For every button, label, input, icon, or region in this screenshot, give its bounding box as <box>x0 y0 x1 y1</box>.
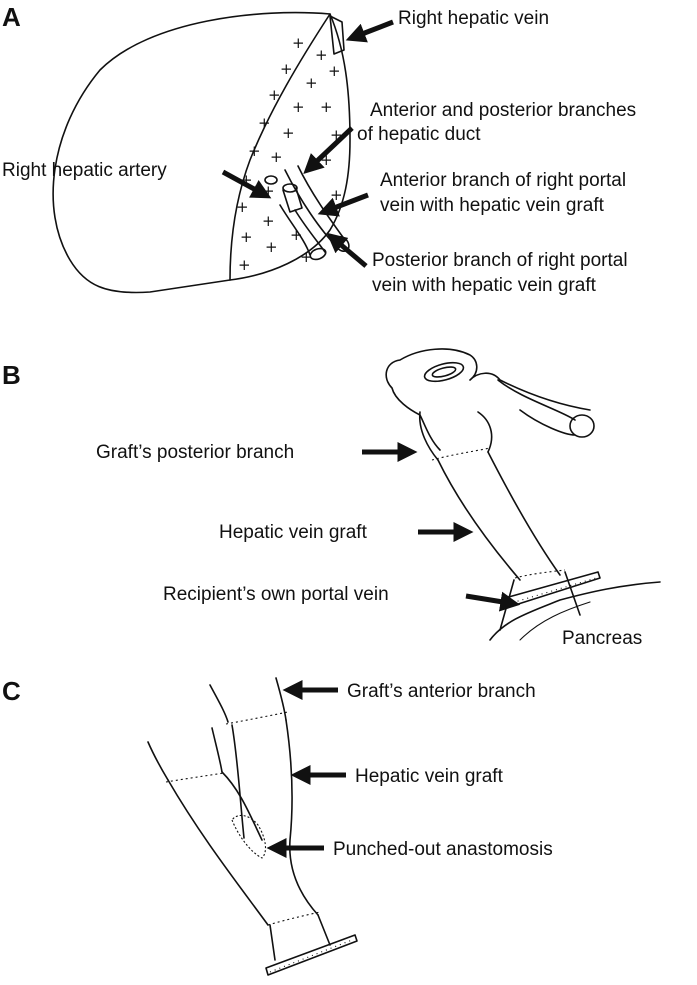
label-hepatic-duct-line2: of hepatic duct <box>357 124 481 145</box>
svg-text:+: + <box>262 182 275 200</box>
svg-text:+: + <box>282 124 295 142</box>
svg-text:+: + <box>270 148 283 166</box>
arrow-recipients-portal-vein <box>465 591 521 612</box>
label-posterior-branch-line2: vein with hepatic vein graft <box>372 275 597 296</box>
arrow-posterior-branch <box>326 232 368 268</box>
svg-text:+: + <box>315 46 328 64</box>
arrow-hepatic-duct <box>303 126 354 175</box>
label-grafts-posterior-branch: Graft’s posterior branch <box>96 442 294 463</box>
svg-text:+: + <box>248 142 261 160</box>
label-recipients-portal-vein: Recipient’s own portal vein <box>163 584 389 605</box>
panel-a-letter: A <box>2 2 21 32</box>
panel-a: A + + + + + + + + + + + + + + + <box>2 2 636 296</box>
label-hepatic-duct-line1: Anterior and posterior branches <box>370 100 636 121</box>
label-anterior-branch-line2: vein with hepatic vein graft <box>380 195 605 216</box>
svg-text:+: + <box>292 98 305 116</box>
graft-illustration-c <box>147 677 358 976</box>
label-posterior-branch-line1: Posterior branch of right portal <box>372 250 628 271</box>
svg-text:+: + <box>320 98 333 116</box>
svg-text:+: + <box>328 62 341 80</box>
graft-illustration-b <box>385 348 661 641</box>
label-grafts-anterior-branch: Graft’s anterior branch <box>347 681 536 702</box>
arrow-right-hepatic-artery <box>221 169 272 199</box>
label-hepatic-vein-graft-b: Hepatic vein graft <box>219 522 368 543</box>
label-right-hepatic-vein: Right hepatic vein <box>398 8 549 29</box>
svg-text:+: + <box>305 74 318 92</box>
label-anterior-branch-line1: Anterior branch of right portal <box>380 170 626 191</box>
svg-text:+: + <box>330 186 343 204</box>
svg-text:+: + <box>280 60 293 78</box>
liver-illustration: + + + + + + + + + + + + + + + + + + + + <box>52 11 351 294</box>
svg-text:+: + <box>238 256 251 274</box>
arrow-right-hepatic-vein <box>345 19 394 43</box>
svg-text:+: + <box>262 212 275 230</box>
svg-text:+: + <box>265 238 278 256</box>
label-punched-out-anastomosis: Punched-out anastomosis <box>333 839 553 860</box>
svg-text:+: + <box>268 86 281 104</box>
svg-text:+: + <box>290 226 303 244</box>
svg-text:+: + <box>292 34 305 52</box>
svg-text:+: + <box>258 114 271 132</box>
panel-c-letter: C <box>2 676 21 706</box>
label-hepatic-vein-graft-c: Hepatic vein graft <box>355 766 504 787</box>
svg-text:+: + <box>236 198 249 216</box>
panel-c: C Graft’s anterior branch Hepatic vein g… <box>2 676 553 976</box>
panel-b-letter: B <box>2 360 21 390</box>
arrow-anterior-branch <box>317 192 369 217</box>
label-right-hepatic-artery: Right hepatic artery <box>2 160 167 181</box>
label-pancreas: Pancreas <box>562 628 642 649</box>
svg-text:+: + <box>240 228 253 246</box>
panel-b: B Graft’s posterior branch Hepatic v <box>2 348 661 649</box>
